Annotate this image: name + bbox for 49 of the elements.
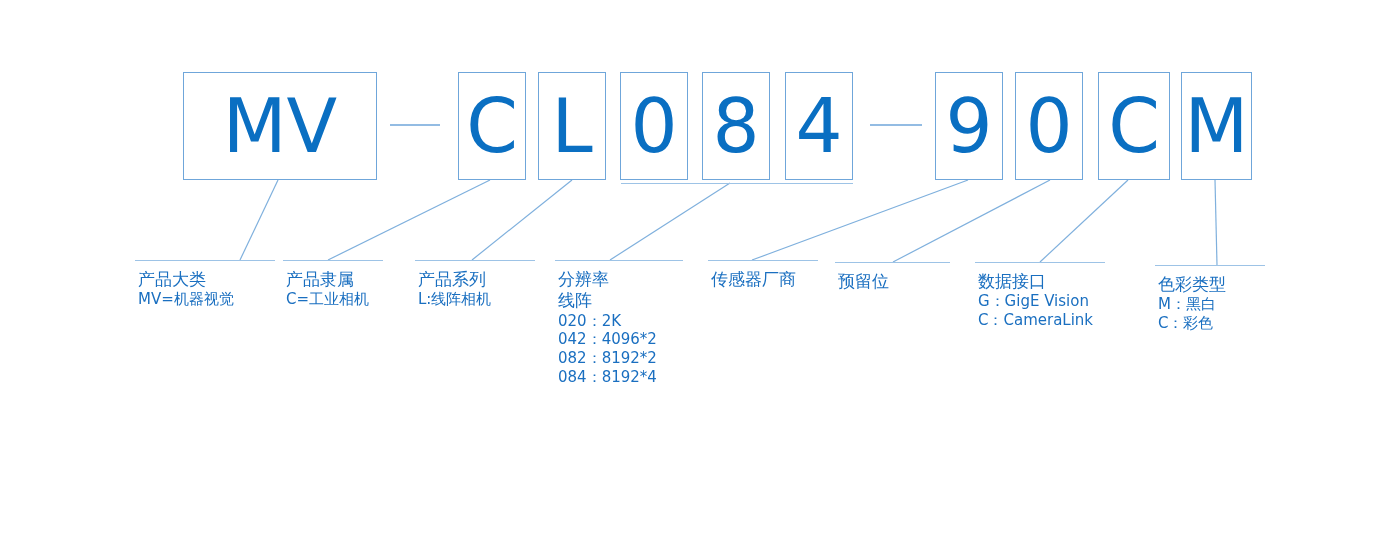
field-heading: 线阵 xyxy=(558,290,593,312)
code-letter: M xyxy=(1184,89,1249,163)
code-letter: C xyxy=(1108,89,1160,163)
field-heading: 产品系列 xyxy=(418,269,487,291)
field-value: C=工业相机 xyxy=(286,290,371,309)
leader-line xyxy=(751,179,969,261)
field-heading: 色彩类型 xyxy=(1158,274,1227,296)
leader-line xyxy=(327,179,491,261)
field-value: MV=机器视觉 xyxy=(138,290,235,309)
field-value: M：黑白 xyxy=(1158,295,1217,314)
code-letter-box xyxy=(538,72,606,180)
field-value: G：GigE Vision xyxy=(978,292,1090,311)
field-value: 082：8192*2 xyxy=(558,349,658,368)
underline-bracket xyxy=(621,183,853,184)
field-value: 084：8192*4 xyxy=(558,367,658,387)
code-letter: L xyxy=(551,89,593,163)
field-heading: 产品隶属 xyxy=(286,269,355,291)
field-value: C：CameraLink xyxy=(978,311,1095,330)
code-letter-box xyxy=(1181,72,1252,180)
code-letter: 4 xyxy=(795,89,843,163)
leader-line xyxy=(471,179,573,261)
code-letter: 0 xyxy=(1025,89,1073,163)
field-value: 020：2K xyxy=(558,311,622,331)
field-value: C：彩色 xyxy=(1158,314,1215,333)
code-letter-box xyxy=(1098,72,1170,180)
leader-line xyxy=(892,179,1051,263)
code-letter: C xyxy=(466,89,518,163)
code-letter-box xyxy=(183,72,377,180)
code-letter: 9 xyxy=(945,89,993,163)
code-letter-box xyxy=(702,72,770,180)
code-letter-box xyxy=(620,72,688,180)
code-letter: 8 xyxy=(712,89,760,163)
field-heading: 预留位 xyxy=(838,271,890,293)
leader-line xyxy=(239,179,279,261)
leader-line xyxy=(1039,179,1129,263)
field-heading: 数据接口 xyxy=(978,271,1047,293)
code-letter: MV xyxy=(222,89,338,163)
field-heading: 传感器厂商 xyxy=(711,269,797,291)
code-letter-box xyxy=(785,72,853,180)
code-letter-box xyxy=(458,72,526,180)
leader-line xyxy=(1214,179,1218,266)
field-heading: 产品大类 xyxy=(138,269,207,291)
code-letter: 0 xyxy=(630,89,678,163)
field-heading: 分辨率 xyxy=(558,269,610,291)
leader-line xyxy=(609,182,731,261)
field-value: 042：4096*2 xyxy=(558,330,658,349)
code-letter-box xyxy=(1015,72,1083,180)
code-letter-box xyxy=(935,72,1003,180)
field-value: L:线阵相机 xyxy=(418,290,493,309)
